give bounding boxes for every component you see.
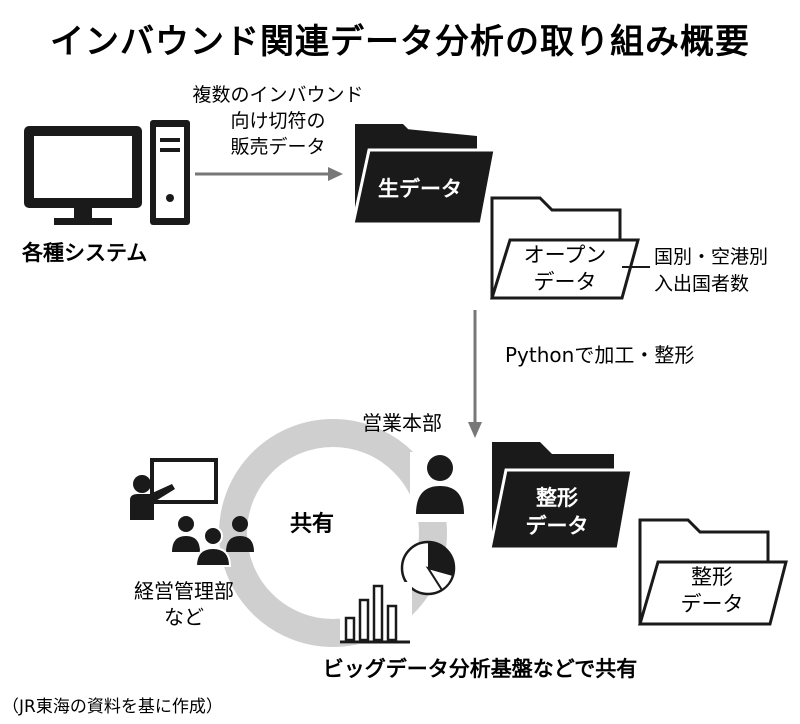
- arrow-down: [468, 310, 482, 438]
- source-credit: （JR東海の資料を基に作成）: [2, 697, 223, 717]
- share-label: 共有: [290, 512, 335, 537]
- formatted-data-label-1: 整形 データ: [525, 486, 589, 538]
- bar-chart-icon: [340, 582, 412, 644]
- systems-label: 各種システム: [22, 241, 148, 265]
- formatted-data-label-2: 整形 データ: [680, 565, 744, 616]
- open-data-description: 国別・空港別 入出国者数: [654, 246, 769, 295]
- presentation-icon: [130, 458, 218, 520]
- formatted-data-folder-icon-2: [638, 518, 788, 626]
- source-data-label: 複数のインバウンド 向け切符の 販売データ: [192, 84, 364, 158]
- process-label: Pythonで加工・整形: [505, 343, 695, 367]
- computer-icon: [24, 120, 190, 225]
- raw-data-folder-icon: [351, 124, 497, 226]
- bigdata-label: ビッグデータ分析基盤などで共有: [322, 657, 638, 681]
- formatted-data-folder-icon-1: [488, 442, 634, 551]
- management-label: 経営管理部 など: [134, 579, 234, 629]
- raw-data-label: 生データ: [378, 177, 462, 201]
- arrow-to-raw: [195, 167, 343, 181]
- person-icon: [410, 452, 470, 522]
- page-title: インバウンド関連データ分析の取り組み概要: [50, 22, 750, 62]
- open-data-label: オープン データ: [523, 243, 607, 294]
- pie-chart-icon: [400, 540, 456, 596]
- share-ring: [219, 419, 447, 647]
- sales-label: 営業本部: [362, 411, 442, 435]
- group-icon: [172, 516, 254, 567]
- open-data-folder-icon: [489, 196, 640, 300]
- open-data-connector: [622, 266, 650, 268]
